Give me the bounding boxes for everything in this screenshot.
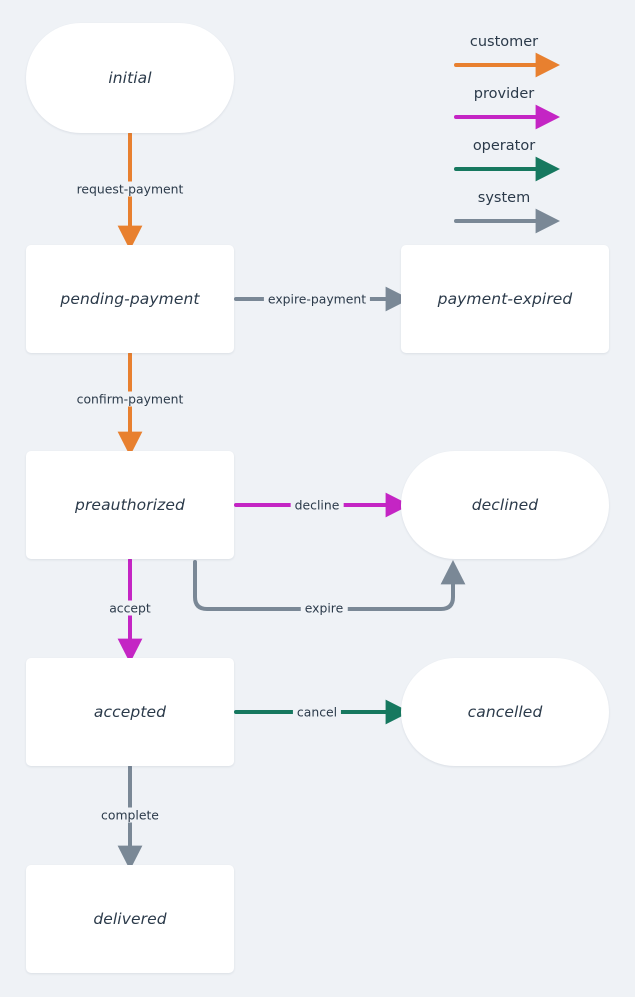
edge-label-confirm-payment: confirm-payment (72, 391, 188, 407)
edge-label-expire: expire (300, 600, 348, 616)
state-node-cancelled[interactable]: cancelled (401, 658, 609, 766)
edge-label-complete: complete (97, 807, 163, 823)
state-node-accepted[interactable]: accepted (26, 658, 234, 766)
state-node-payment-expired[interactable]: payment-expired (401, 245, 609, 353)
state-node-delivered[interactable]: delivered (26, 865, 234, 973)
state-node-pending-payment[interactable]: pending-payment (26, 245, 234, 353)
edge-label-cancel: cancel (292, 704, 342, 720)
state-node-label: payment-expired (437, 290, 573, 308)
edge-label-request-payment: request-payment (72, 181, 188, 197)
legend-label-operator: operator (472, 138, 536, 154)
legend-label-system: system (477, 190, 531, 206)
legend-label-provider: provider (473, 86, 535, 102)
state-node-label: delivered (93, 910, 167, 928)
state-node-label: accepted (93, 703, 167, 721)
state-node-declined[interactable]: declined (401, 451, 609, 559)
state-node-label: initial (108, 69, 152, 87)
state-node-label: declined (471, 496, 539, 514)
edge-label-accept: accept (105, 600, 155, 616)
state-node-preauthorized[interactable]: preauthorized (26, 451, 234, 559)
legend-label-customer: customer (469, 34, 539, 50)
edge-label-decline: decline (290, 497, 344, 513)
state-node-label: preauthorized (75, 496, 185, 514)
state-node-label: pending-payment (60, 290, 200, 308)
state-node-initial[interactable]: initial (26, 23, 234, 133)
state-node-label: cancelled (467, 703, 543, 721)
edge-label-expire-payment: expire-payment (263, 291, 371, 307)
